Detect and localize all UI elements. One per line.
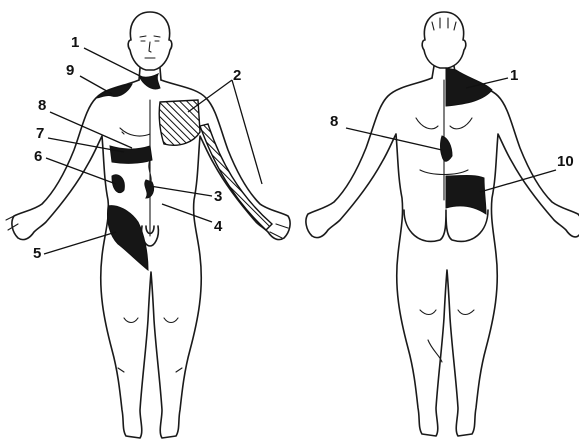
front-knees (118, 318, 182, 372)
front-head (128, 12, 172, 70)
back-body-outline (306, 78, 579, 436)
front-leader-2a (188, 80, 232, 112)
back-buttocks (404, 210, 488, 241)
label-front-3: 3 (214, 188, 222, 205)
label-front-9: 9 (66, 62, 74, 79)
front-figure (6, 12, 290, 438)
front-zone-7 (110, 146, 152, 163)
front-zone-2-arm (200, 124, 272, 230)
front-zone-5 (107, 206, 148, 270)
front-leader-5 (44, 232, 116, 254)
back-zone-8 (441, 136, 453, 161)
front-leader-8 (50, 112, 132, 148)
label-front-5: 5 (33, 245, 41, 262)
label-front-8: 8 (38, 97, 46, 114)
back-head (422, 12, 466, 68)
label-back-10: 10 (557, 153, 574, 170)
front-leader-9 (80, 76, 112, 94)
label-back-1: 1 (510, 67, 518, 84)
label-back-8: 8 (330, 113, 338, 130)
front-zone-2 (159, 100, 200, 145)
front-body-outline (12, 80, 290, 438)
back-figure (306, 12, 579, 436)
back-zone-10 (446, 176, 486, 215)
front-zone-3 (145, 180, 154, 198)
front-leader-4 (162, 204, 212, 222)
label-front-1: 1 (71, 34, 79, 51)
front-leader-3 (150, 186, 212, 196)
front-face (140, 36, 160, 58)
label-front-4: 4 (214, 218, 223, 235)
back-hair (432, 18, 456, 30)
front-zone-9 (96, 84, 132, 98)
label-front-7: 7 (36, 125, 44, 142)
back-legs (420, 310, 474, 362)
front-leader-6 (46, 158, 116, 184)
label-front-2: 2 (233, 67, 241, 84)
label-front-6: 6 (34, 148, 42, 165)
back-leader-8 (346, 128, 442, 150)
front-zone-1 (139, 74, 160, 89)
